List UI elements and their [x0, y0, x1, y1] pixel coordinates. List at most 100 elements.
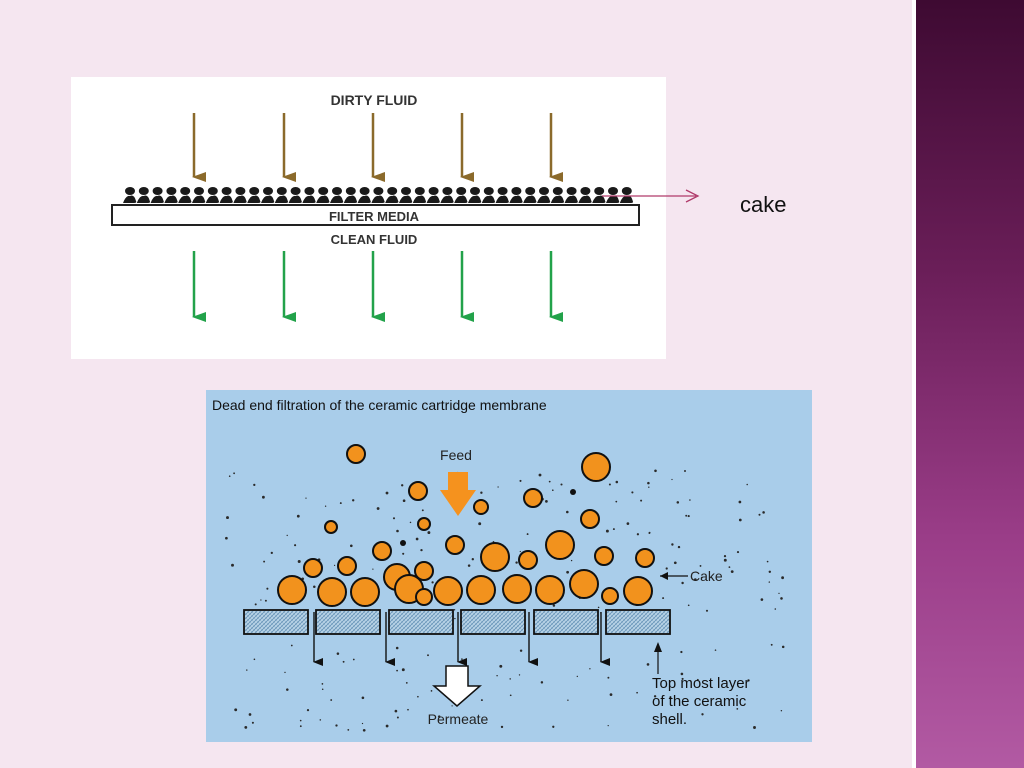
fine-particle	[615, 480, 619, 484]
membrane-segment	[533, 609, 599, 635]
fine-particle	[738, 518, 742, 522]
fine-particle	[299, 719, 302, 722]
fine-particle	[685, 514, 688, 517]
cake-granule	[481, 195, 496, 203]
cake-granule	[178, 195, 192, 203]
cake-pointer-head	[660, 572, 668, 580]
fine-particle	[665, 567, 668, 570]
fine-particle	[509, 678, 511, 680]
cake-particle	[473, 499, 489, 515]
fine-particle	[496, 674, 498, 677]
diagram-title: Dead end filtration of the ceramic cartr…	[212, 397, 547, 413]
fine-particle	[372, 568, 374, 570]
fine-particle	[526, 533, 529, 536]
fine-particle	[570, 559, 573, 562]
fine-particle	[705, 609, 709, 612]
fine-particle	[385, 491, 389, 495]
fine-particle	[427, 654, 429, 657]
cake-granule	[509, 195, 523, 203]
cake-granule	[537, 195, 551, 203]
clean-fluid-label: CLEAN FLUID	[331, 232, 418, 247]
fine-particle	[631, 491, 634, 494]
cake-particle	[337, 556, 357, 576]
cake-particle	[480, 542, 510, 572]
fine-particle	[680, 650, 683, 654]
dead-end-filtration-diagram: Dead end filtration of the ceramic cartr…	[206, 390, 812, 742]
fine-particle	[330, 699, 333, 701]
fine-particle	[294, 544, 297, 547]
fine-particle	[417, 695, 419, 698]
cake-granule	[276, 187, 287, 195]
cake-granule	[428, 187, 439, 195]
fine-particle	[451, 705, 453, 707]
fine-particle	[696, 678, 699, 681]
cake-particle	[623, 576, 653, 606]
fine-particle	[407, 708, 409, 711]
cake-granule	[470, 187, 480, 195]
membrane-segment	[315, 609, 381, 635]
fine-particle	[538, 473, 542, 477]
fine-particle	[758, 513, 761, 516]
fine-particle	[770, 643, 773, 646]
fine-particle	[597, 606, 600, 609]
cake-granule	[385, 195, 399, 203]
cake-callout-label: cake	[740, 192, 787, 217]
fine-particle	[780, 709, 783, 712]
fine-particle	[728, 566, 731, 568]
fine-particle	[552, 489, 554, 491]
feed-arrow	[440, 472, 476, 516]
fine-particle	[385, 724, 389, 728]
fine-particle	[253, 483, 256, 487]
fine-particle	[515, 561, 518, 564]
fine-particle	[566, 510, 569, 514]
cake-granule	[454, 195, 468, 203]
fine-particle	[321, 688, 324, 690]
fine-particle	[306, 709, 310, 712]
fine-particle	[648, 486, 650, 488]
layer-label-line3: shell.	[652, 711, 687, 728]
cake-granule	[399, 195, 413, 203]
dark-speck	[570, 489, 576, 495]
fine-particle	[738, 500, 742, 504]
cake-particle	[433, 576, 463, 606]
cake-granule	[263, 187, 273, 195]
cake-granule	[207, 187, 218, 195]
fine-particle	[736, 551, 740, 554]
layer-label-line2: of the ceramic	[652, 693, 747, 710]
fine-particle	[402, 552, 405, 555]
fine-particle	[768, 570, 772, 574]
cake-granule	[219, 195, 233, 203]
cake-particle	[445, 535, 465, 555]
fine-particle	[701, 713, 704, 716]
fine-particle	[246, 669, 248, 671]
cake-granule	[359, 187, 370, 195]
fine-particle	[467, 564, 471, 567]
fine-particle	[453, 609, 456, 611]
fine-particle	[421, 509, 424, 512]
cake-particle	[535, 575, 565, 605]
cake-granule	[523, 195, 537, 203]
cake-particle	[414, 561, 434, 581]
fine-particle	[401, 668, 405, 672]
cake-particle	[569, 569, 599, 599]
fine-particle	[509, 694, 512, 697]
fine-particle	[233, 472, 236, 475]
fine-particle	[605, 529, 609, 533]
fine-particle	[607, 676, 610, 679]
fine-particle	[248, 713, 252, 716]
fine-particle	[225, 536, 228, 540]
cake-granule	[525, 187, 536, 195]
cake-granule	[550, 195, 565, 203]
fine-particle	[284, 671, 286, 674]
fine-particle	[361, 696, 365, 700]
decorative-side-band	[912, 0, 1024, 768]
membrane-segment	[388, 609, 454, 635]
cake-granule	[247, 195, 261, 203]
fine-particle	[461, 658, 463, 660]
cake-granule	[442, 187, 453, 195]
cake-particle	[545, 530, 575, 560]
fine-particle	[654, 469, 657, 473]
fine-particle	[339, 502, 342, 505]
fine-particle	[640, 499, 643, 502]
fine-particle	[499, 664, 503, 668]
